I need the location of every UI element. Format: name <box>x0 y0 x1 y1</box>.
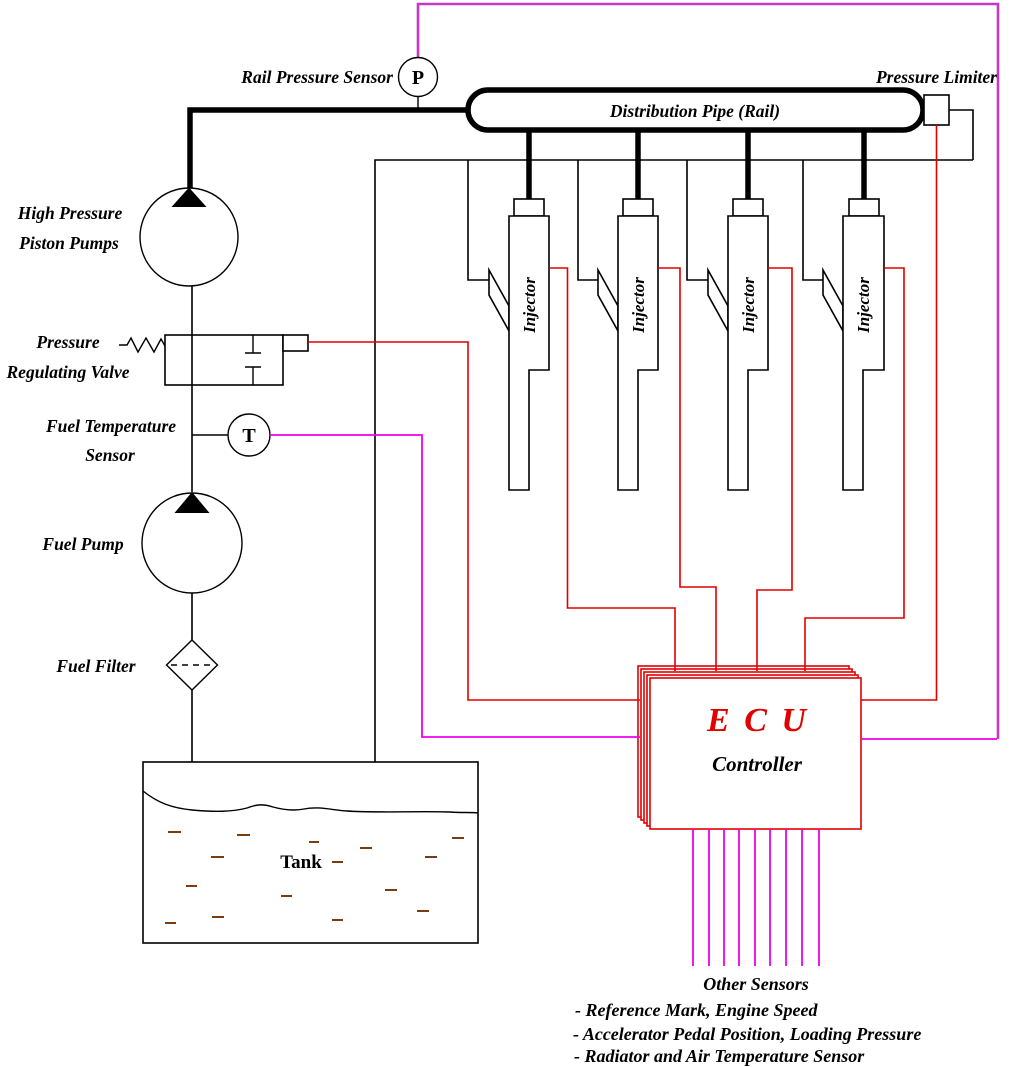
component-labels: Rail Pressure Sensor Pressure Limiter Di… <box>6 67 998 676</box>
fuel-temp-sensor-label-1: Fuel Temperature <box>45 416 176 436</box>
injector-2: Injector <box>617 198 659 491</box>
valve-port <box>282 334 309 352</box>
connector-icon <box>707 266 729 335</box>
ecu: E C U Controller <box>637 665 862 830</box>
hp-pump-label-1: High Pressure <box>17 203 123 223</box>
fuel-temp-sensor-label-2: Sensor <box>85 445 135 465</box>
pressure-limiter-symbol <box>923 94 950 126</box>
other-sensors-wires <box>692 829 820 966</box>
valve-body <box>164 334 284 386</box>
pressure-limiter-label: Pressure Limiter <box>875 67 997 87</box>
ecu-title: E C U <box>706 702 809 739</box>
distribution-pipe-label: Distribution Pipe (Rail) <box>609 101 780 121</box>
sensor-signal-wires <box>270 434 997 740</box>
low-pressure-line-2 <box>191 385 228 492</box>
tank-label: Tank <box>280 852 322 873</box>
solenoid-icon <box>245 335 261 385</box>
tank: Tank <box>142 761 479 944</box>
other-sensors-text: Other Sensors - Reference Mark, Engine S… <box>573 974 921 1066</box>
other-sensors-title: Other Sensors <box>703 974 809 994</box>
rail-pressure-sensor-label: Rail Pressure Sensor <box>240 67 393 87</box>
injector-label: Injector <box>629 277 648 334</box>
fuel-temperature-sensor: T <box>227 413 271 457</box>
t-symbol: T <box>242 425 256 447</box>
high-pressure-supply-lines <box>187 107 867 200</box>
injector-label: Injector <box>739 277 758 334</box>
fuel-filter-label: Fuel Filter <box>55 656 135 676</box>
return-line <box>374 109 974 762</box>
injector-3: Injector <box>727 198 769 491</box>
connector-icon <box>822 266 844 335</box>
injector-control-wires <box>308 125 938 701</box>
fuel-level-dashes <box>165 831 464 924</box>
ecu-subtitle: Controller <box>712 752 803 776</box>
connector-icon <box>597 266 619 335</box>
ecu-layer <box>649 677 862 830</box>
p-symbol: P <box>412 67 424 89</box>
regulating-valve-label-1: Pressure <box>35 332 99 352</box>
injector-4: Injector <box>842 198 885 491</box>
fuel-pump <box>141 492 243 640</box>
regulating-valve-label-2: Regulating Valve <box>6 362 130 382</box>
distribution-pipe <box>465 87 926 133</box>
hp-pump-label-2: Piston Pumps <box>18 233 119 253</box>
tank-body <box>142 761 479 944</box>
connector-icon <box>488 266 510 335</box>
injector-1: Injector <box>508 198 550 491</box>
pressure-sensor-symbol <box>397 56 439 98</box>
pump-arrow-icon <box>171 187 207 207</box>
other-sensors-item: - Reference Mark, Engine Speed <box>575 1000 818 1020</box>
pressure-regulating-valve <box>119 334 309 386</box>
fuel-pump-label: Fuel Pump <box>41 534 123 554</box>
injector-label: Injector <box>520 277 539 334</box>
fuel-filter <box>165 639 219 762</box>
rail-pressure-sensor: P <box>397 56 439 109</box>
system-boundary-wire <box>416 2 1000 739</box>
pump-arrow-icon <box>174 492 210 513</box>
spring-icon <box>119 336 166 354</box>
pressure-limiter <box>923 94 950 126</box>
other-sensors-item: - Radiator and Air Temperature Sensor <box>574 1046 865 1066</box>
fuel-surface-line <box>142 790 479 814</box>
injector-label: Injector <box>854 277 873 334</box>
high-pressure-pump <box>139 187 239 287</box>
other-sensors-item: - Accelerator Pedal Position, Loading Pr… <box>573 1024 921 1044</box>
